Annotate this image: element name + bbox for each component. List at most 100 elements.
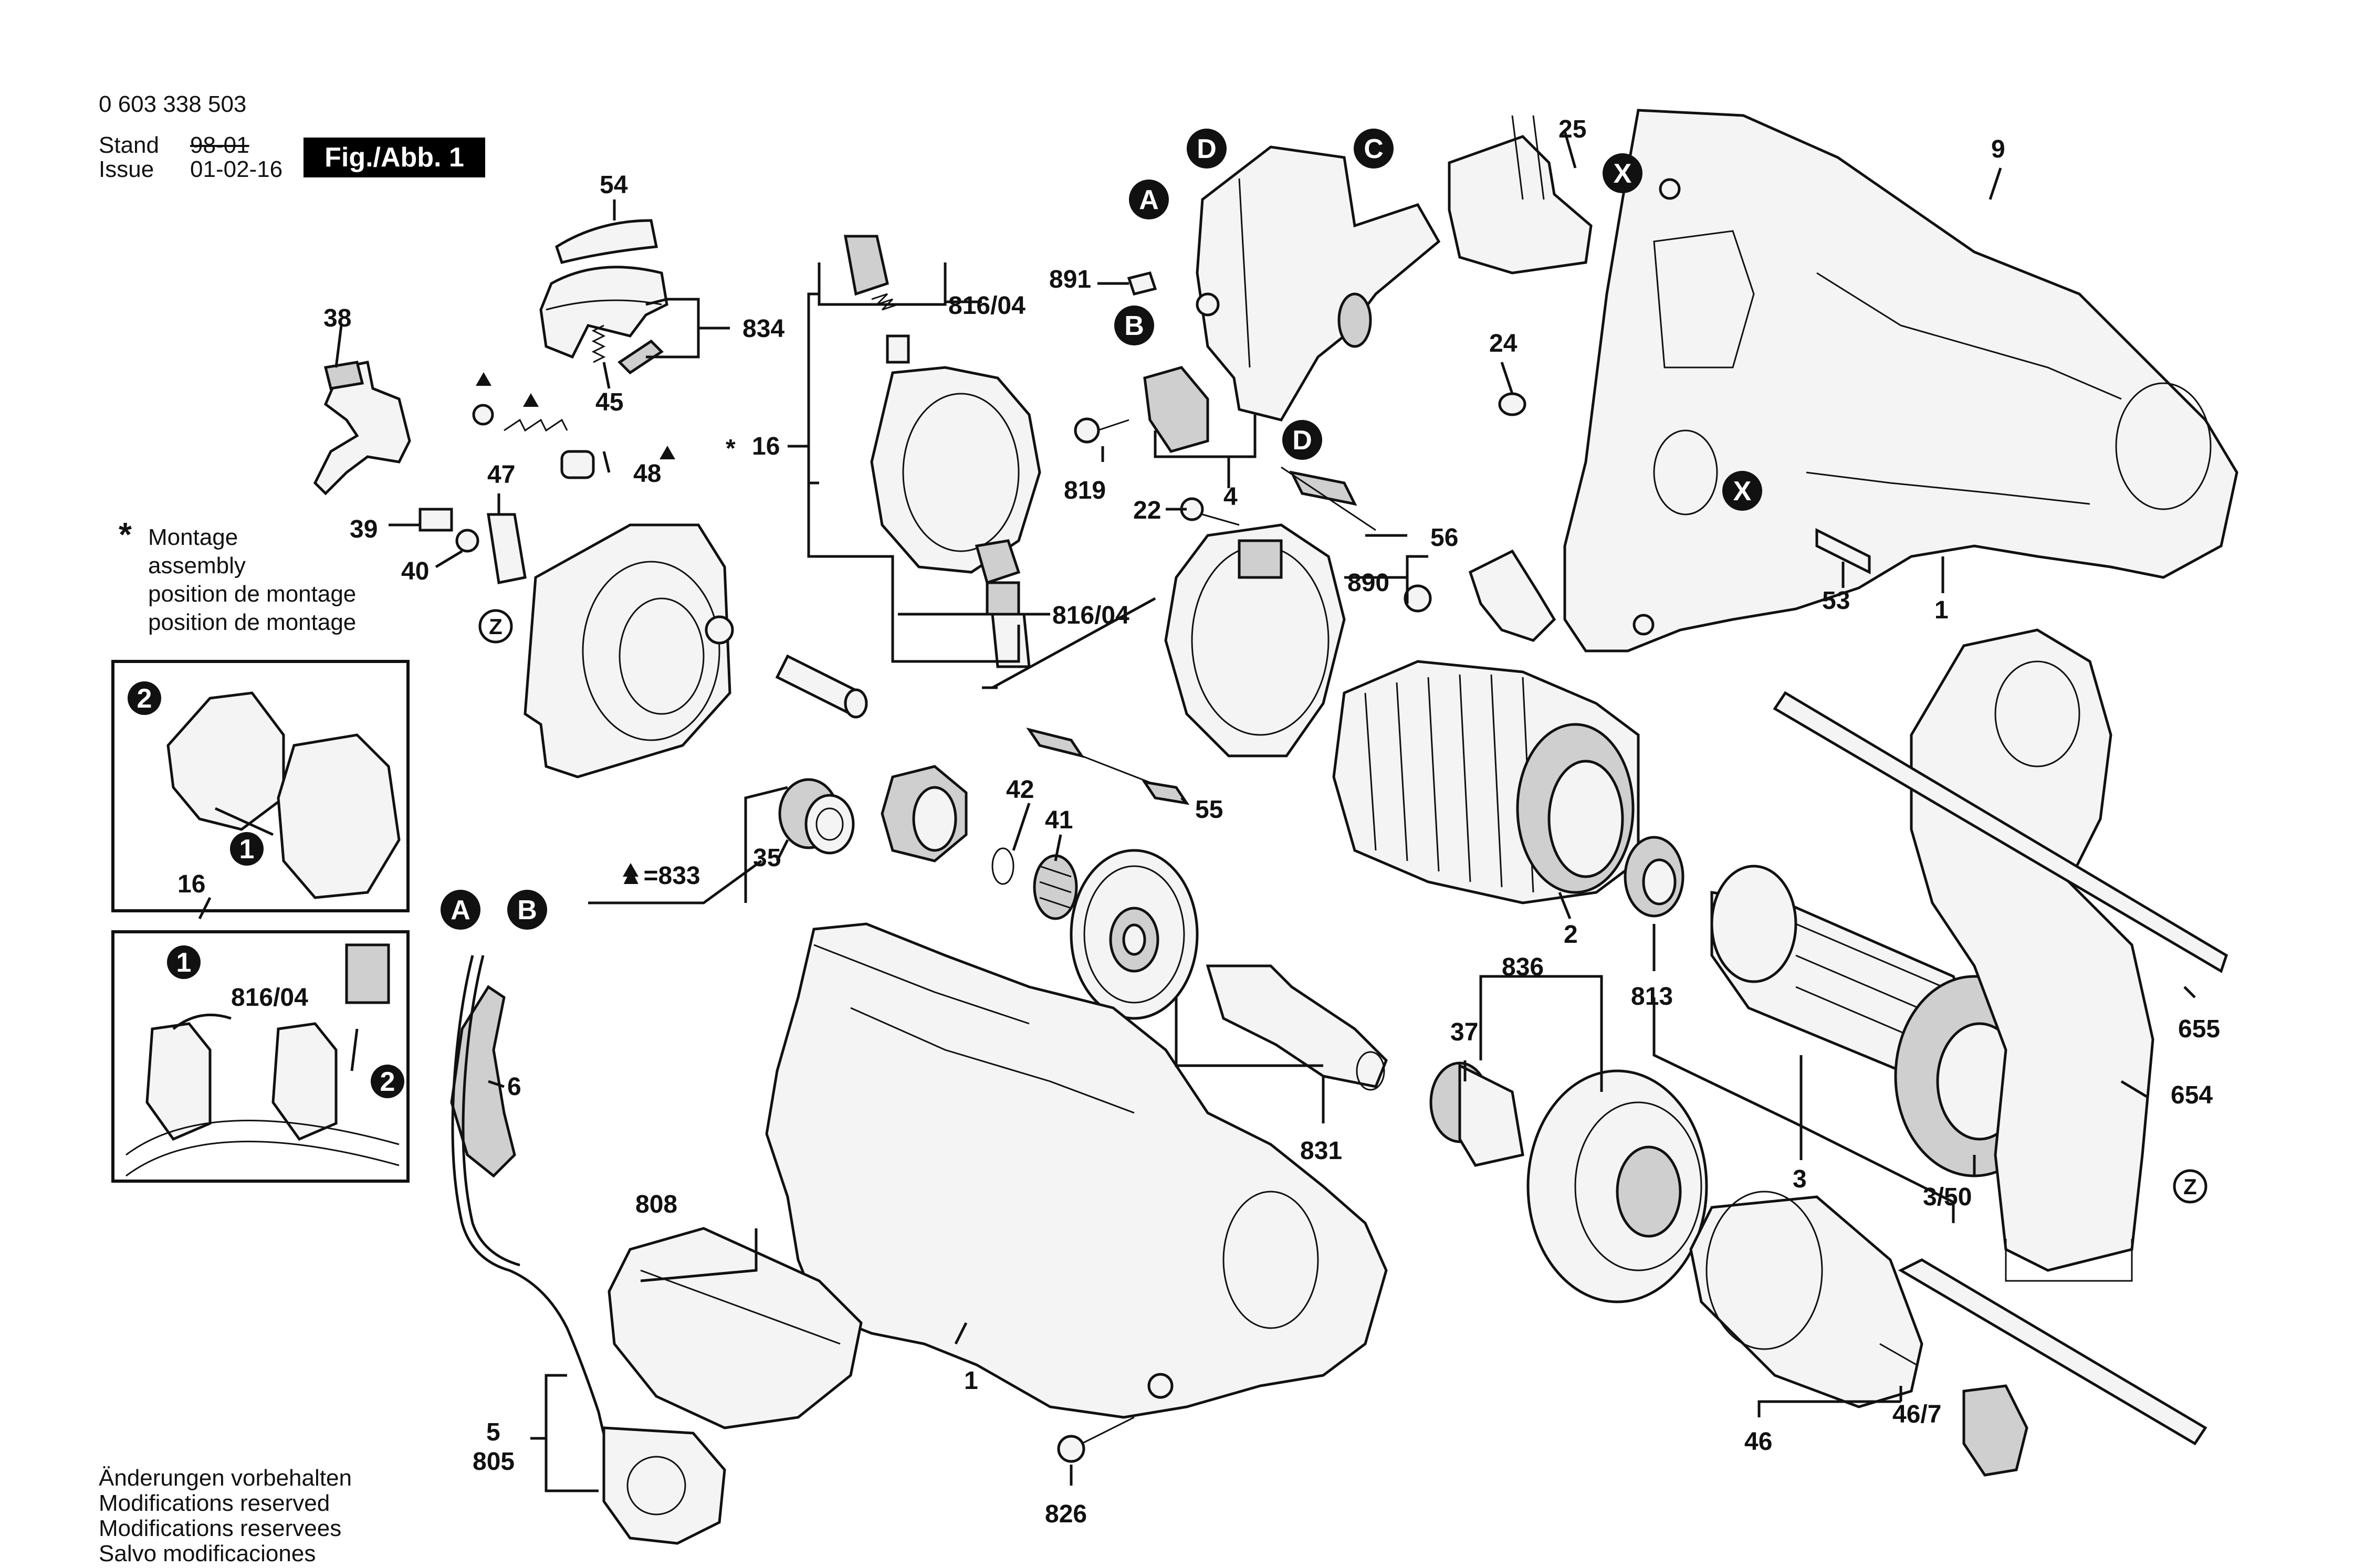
callout-48: 48	[633, 460, 661, 488]
callout-56: 56	[1430, 524, 1458, 552]
housing-half-9	[1563, 109, 2238, 653]
field-stator-2	[1332, 660, 1640, 904]
svg-text:D: D	[1292, 425, 1312, 456]
brush-816-top	[844, 235, 910, 364]
needle-bearing-35	[778, 778, 855, 855]
callout-655: 655	[2178, 1015, 2220, 1043]
marker-d-switch: D	[1187, 129, 1227, 169]
bearing-813	[1624, 836, 1684, 918]
callout-3: 3	[1793, 1165, 1807, 1193]
callout-891: 891	[1049, 266, 1091, 293]
svg-text:A: A	[451, 895, 470, 925]
marker-b-cable: B	[507, 890, 547, 930]
screw-891	[1127, 271, 1157, 296]
svg-text:Z: Z	[2183, 1174, 2197, 1199]
callout-813: 813	[1631, 983, 1673, 1011]
connector-55	[1026, 728, 1190, 805]
callout-labels: 54 834 45 38 48 47 39 40 816/04 16 816/0…	[177, 115, 2220, 1528]
spindle-831	[1206, 964, 1388, 1091]
assembly-line-4: position de montage	[148, 609, 356, 635]
connector-56	[1281, 466, 1376, 531]
brush-holder-right	[1164, 523, 1346, 757]
cap-54	[555, 219, 658, 264]
leader-lines	[198, 131, 2196, 1492]
pin-53	[1815, 528, 1871, 575]
callout-834: 834	[742, 315, 784, 343]
switch-unit	[1196, 145, 1441, 422]
clamp-25	[1448, 115, 1593, 275]
figure-label: Fig./Abb. 1	[304, 138, 485, 177]
inset-box-lower	[111, 930, 410, 1183]
depth-stop-655	[1773, 691, 2228, 973]
part-number: 0 603 338 503	[99, 91, 247, 117]
issue-value: 01-02-16	[190, 156, 283, 182]
screw-826	[1057, 1416, 1135, 1463]
callout-6: 6	[507, 1073, 521, 1101]
callout-5: 5	[486, 1418, 500, 1446]
plug-805	[602, 1426, 726, 1545]
brush-816-bottom	[986, 581, 1031, 668]
spring-set-48	[472, 404, 595, 479]
marker-a-cable: A	[441, 890, 480, 930]
callout-890: 890	[1347, 569, 1389, 597]
switch-lever-38	[313, 361, 411, 496]
callout-1-top: 1	[1934, 596, 1949, 624]
issue-label: Issue	[99, 156, 154, 182]
assembly-line-1: Montage	[148, 524, 238, 550]
callout-45: 45	[595, 388, 623, 416]
marker-x-housing: X	[1722, 471, 1762, 511]
callout-37: 37	[1450, 1018, 1478, 1046]
bearing-plate	[524, 523, 734, 778]
screw-22	[1180, 497, 1240, 526]
footer-line-3: Modifications reservees	[99, 1516, 341, 1541]
assembly-note: * Montage assembly position de montage p…	[119, 515, 356, 635]
callout-46: 46	[1744, 1428, 1772, 1456]
callout-35: 35	[753, 844, 781, 872]
callout-40: 40	[401, 557, 429, 585]
callout-38: 38	[323, 304, 351, 332]
shaft-pin	[775, 654, 868, 719]
screw-819	[1074, 417, 1129, 444]
footer-line-4: Salvo modificaciones	[99, 1541, 316, 1566]
nut-hex	[881, 765, 968, 862]
callout-25: 25	[1558, 115, 1586, 143]
stand-value: 98-01	[190, 132, 249, 158]
callout-836: 836	[1502, 953, 1544, 981]
cover-834	[539, 266, 668, 359]
ring-37	[1429, 1061, 1524, 1167]
svg-text:X: X	[1733, 476, 1752, 507]
inset-box-upper	[111, 660, 410, 912]
callout-53: 53	[1822, 587, 1850, 615]
housing-half-1	[765, 922, 1388, 1419]
chuck-46	[1689, 1191, 1923, 1408]
callout-826: 826	[1045, 1500, 1087, 1528]
callout-42: 42	[1006, 776, 1034, 804]
marker-circles: A B C D D X X A B Z Z 2 1 1 2	[128, 129, 2207, 1204]
assembly-line-2: assembly	[148, 553, 246, 578]
marker-d-connector: D	[1282, 420, 1322, 460]
callout-16-top: 16	[752, 433, 780, 460]
callout-24: 24	[1489, 330, 1518, 357]
callout-2: 2	[1564, 921, 1578, 949]
washer-42	[991, 847, 1014, 885]
callout-816-04-mid: 816/04	[1052, 602, 1129, 629]
power-cable	[451, 955, 621, 1481]
callout-47: 47	[487, 461, 515, 489]
svg-text:2: 2	[137, 683, 152, 714]
bracket-note-833: ▲=833	[619, 862, 700, 890]
bearing-cover-836	[1526, 1069, 1708, 1303]
callout-46-7: 46/7	[1892, 1401, 1941, 1428]
callout-54: 54	[600, 171, 628, 199]
callout-16-inset: 16	[177, 870, 205, 898]
brush-holder-16	[870, 366, 1041, 585]
marker-z-plate: Z	[478, 609, 513, 644]
callout-831: 831	[1300, 1137, 1342, 1165]
callout-808: 808	[635, 1191, 677, 1218]
clip-39-40	[418, 508, 479, 553]
aux-handle-654	[1910, 628, 2154, 1282]
svg-text:Z: Z	[489, 614, 503, 639]
ring-24	[1498, 392, 1526, 416]
callout-819: 819	[1064, 477, 1106, 504]
marker-a-switch: A	[1129, 180, 1169, 219]
marker-b-switch: B	[1114, 306, 1154, 345]
